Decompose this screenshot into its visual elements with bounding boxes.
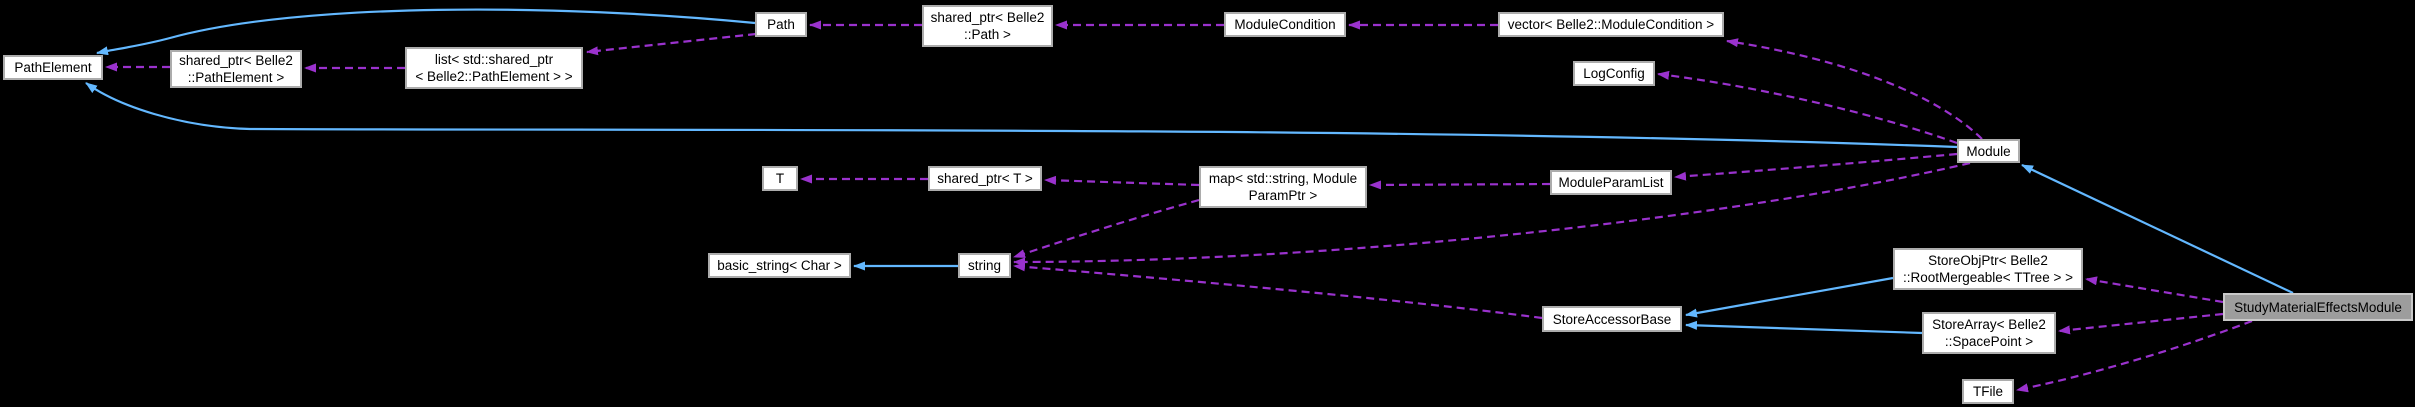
node-tfile[interactable]: TFile	[1962, 379, 2014, 404]
node-pathelement[interactable]: PathElement	[3, 55, 103, 80]
node-module[interactable]: Module	[1957, 139, 2020, 163]
node-studymaterialeffectsmodule[interactable]: StudyMaterialEffectsModule	[2223, 293, 2413, 321]
edge-storeaccessorbase-to-string	[1013, 262, 1543, 320]
edge-path-to-list-shared-ptr-pathelement	[586, 32, 757, 56]
node-basic-string-char[interactable]: basic_string< Char >	[708, 253, 851, 278]
node-logconfig[interactable]: LogConfig	[1573, 61, 1655, 86]
node-shared-ptr-t[interactable]: shared_ptr< T >	[928, 166, 1042, 191]
edge-module-to-moduleparamlist	[1674, 152, 1958, 181]
edge-moduleparamlist-to-map-string-moduleparamptr	[1369, 180, 1551, 190]
edge-studymaterialeffectsmodule-to-storearray-spacepoint	[2058, 312, 2224, 335]
node-modulecondition[interactable]: ModuleCondition	[1224, 12, 1346, 37]
node-shared-ptr-path[interactable]: shared_ptr< Belle2 ::Path >	[922, 5, 1053, 47]
node-vector-modulecondition[interactable]: vector< Belle2::ModuleCondition >	[1498, 12, 1724, 37]
edge-storeobjptr-rootmergeable-to-storeaccessorbase	[1685, 276, 1894, 318]
edge-module-to-string	[1013, 161, 1971, 267]
node-storearray-spacepoint[interactable]: StoreArray< Belle2 ::SpacePoint >	[1922, 312, 2056, 354]
edge-path-to-pathelement	[96, 8, 756, 56]
node-path[interactable]: Path	[755, 12, 807, 37]
edge-module-to-logconfig	[1657, 70, 1958, 145]
node-storeaccessorbase[interactable]: StoreAccessorBase	[1542, 306, 1682, 332]
edge-module-to-pathelement	[85, 82, 1958, 149]
edge-map-string-moduleparamptr-to-string	[1013, 198, 1200, 259]
node-string[interactable]: string	[958, 253, 1011, 278]
node-map-string-moduleparamptr[interactable]: map< std::string, Module ParamPtr >	[1199, 166, 1367, 208]
edge-studymaterialeffectsmodule-to-module	[2021, 164, 2294, 294]
edge-map-string-moduleparamptr-to-shared-ptr-t	[1044, 175, 1200, 187]
edge-studymaterialeffectsmodule-to-tfile	[2016, 319, 2253, 393]
node-list-shared-ptr-pathelement[interactable]: list< std::shared_ptr < Belle2::PathElem…	[405, 47, 583, 89]
node-storeobjptr-rootmergeable[interactable]: StoreObjPtr< Belle2 ::RootMergeable< TTr…	[1893, 248, 2083, 290]
edge-storearray-spacepoint-to-storeaccessorbase	[1685, 320, 1923, 335]
edge-studymaterialeffectsmodule-to-storeobjptr-rootmergeable	[2085, 276, 2224, 304]
node-t[interactable]: T	[762, 166, 798, 191]
edge-group	[85, 8, 2294, 393]
edge-module-to-vector-modulecondition	[1726, 38, 1983, 140]
node-shared-ptr-pathelement[interactable]: shared_ptr< Belle2 ::PathElement >	[170, 50, 302, 88]
node-moduleparamlist[interactable]: ModuleParamList	[1550, 170, 1672, 195]
